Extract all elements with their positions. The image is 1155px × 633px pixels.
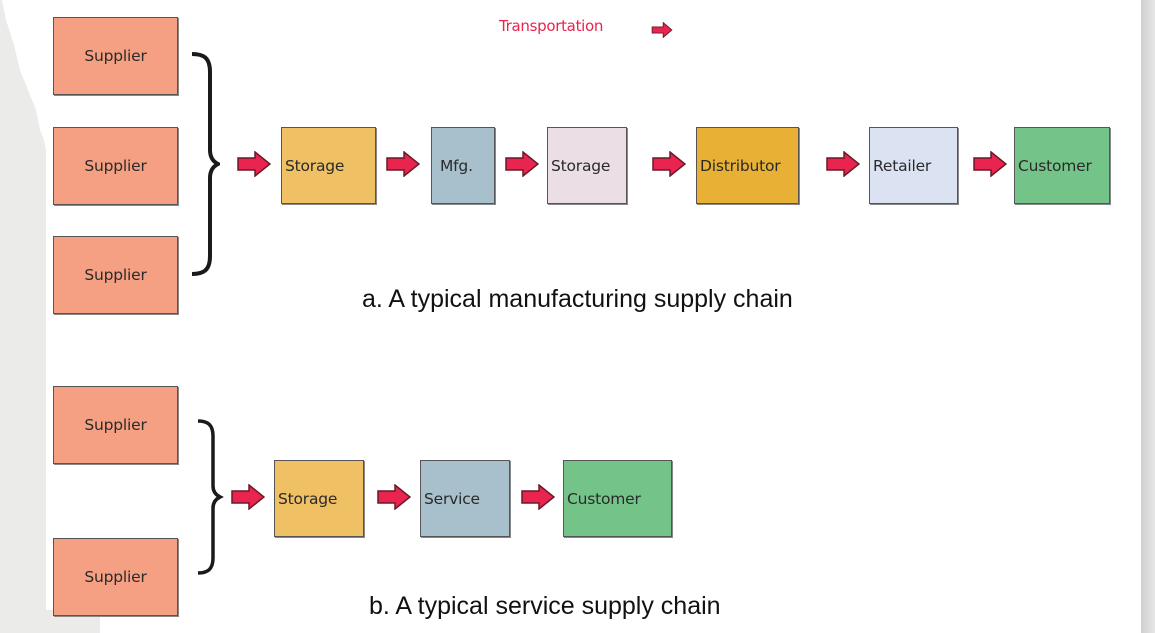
stage-storage: Storage bbox=[547, 127, 627, 204]
supplier-label: Supplier bbox=[84, 266, 147, 284]
brace-icon bbox=[197, 419, 224, 575]
supplier-label: Supplier bbox=[84, 416, 147, 434]
arrow-right-icon bbox=[386, 151, 420, 177]
arrow-right-icon bbox=[231, 484, 265, 510]
stage-label: Retailer bbox=[873, 156, 932, 175]
legend-label: Transportation bbox=[499, 17, 604, 35]
stage-label: Storage bbox=[285, 156, 345, 175]
supplier-box: Supplier bbox=[53, 17, 178, 95]
supplier-label: Supplier bbox=[84, 568, 147, 586]
stage-label: Customer bbox=[567, 489, 641, 508]
stage-distributor: Distributor bbox=[696, 127, 799, 204]
page-left-edge bbox=[0, 0, 46, 633]
brace-icon bbox=[191, 52, 220, 276]
stage-label: Mfg. bbox=[440, 156, 473, 175]
stage-storage: Storage bbox=[281, 127, 376, 204]
stage-customer: Customer bbox=[563, 460, 672, 537]
stage-service: Service bbox=[420, 460, 510, 537]
scrollbar-track[interactable] bbox=[1141, 0, 1155, 633]
legend-transportation: Transportation bbox=[499, 17, 603, 35]
stage-storage: Storage bbox=[274, 460, 364, 537]
stage-label: Storage bbox=[551, 156, 611, 175]
stage-customer: Customer bbox=[1014, 127, 1110, 204]
caption-manufacturing: a. A typical manufacturing supply chain bbox=[362, 285, 793, 313]
stage-label: Service bbox=[424, 489, 480, 508]
supplier-box: Supplier bbox=[53, 127, 178, 205]
supplier-box: Supplier bbox=[53, 386, 178, 464]
arrow-right-icon bbox=[521, 484, 555, 510]
caption-service: b. A typical service supply chain bbox=[369, 592, 721, 620]
supplier-box: Supplier bbox=[53, 236, 178, 314]
supplier-label: Supplier bbox=[84, 47, 147, 65]
supplier-box: Supplier bbox=[53, 538, 178, 616]
stage-label: Customer bbox=[1018, 156, 1092, 175]
stage-mfg: Mfg. bbox=[431, 127, 495, 204]
supplier-label: Supplier bbox=[84, 157, 147, 175]
arrow-right-icon bbox=[377, 484, 411, 510]
stage-label: Distributor bbox=[700, 156, 781, 175]
arrow-right-icon bbox=[651, 22, 673, 38]
arrow-right-icon bbox=[652, 151, 686, 177]
arrow-right-icon bbox=[973, 151, 1007, 177]
arrow-right-icon bbox=[826, 151, 860, 177]
stage-retailer: Retailer bbox=[869, 127, 958, 204]
stage-label: Storage bbox=[278, 489, 338, 508]
arrow-right-icon bbox=[505, 151, 539, 177]
arrow-right-icon bbox=[237, 151, 271, 177]
